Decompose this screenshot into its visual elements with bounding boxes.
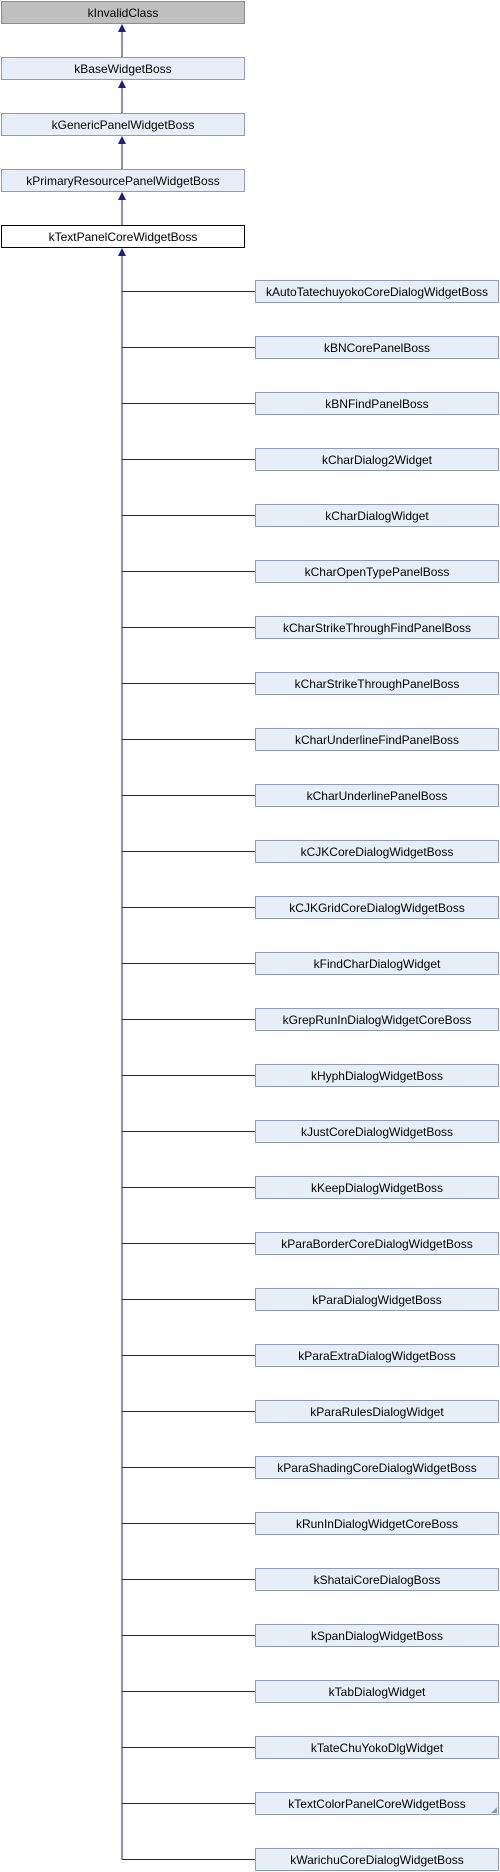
node-label: kTateChuYokoDlgWidget	[310, 1740, 444, 1755]
node-label: kHyphDialogWidgetBoss	[310, 1068, 444, 1083]
child-node[interactable]: kRunInDialogWidgetCoreBoss	[255, 1512, 499, 1535]
child-node[interactable]: kCharUnderlinePanelBoss	[255, 784, 499, 807]
child-node[interactable]: kJustCoreDialogWidgetBoss	[255, 1120, 499, 1143]
node-label: kCharOpenTypePanelBoss	[304, 564, 450, 579]
child-node[interactable]: kTateChuYokoDlgWidget	[255, 1736, 499, 1759]
child-node[interactable]: kBNCorePanelBoss	[255, 336, 499, 359]
node-label: kSpanDialogWidgetBoss	[310, 1628, 444, 1643]
folded-corner-icon	[491, 1807, 497, 1813]
child-node[interactable]: kCharDialog2Widget	[255, 448, 499, 471]
node-label: kGrepRunInDialogWidgetCoreBoss	[282, 1012, 472, 1027]
child-node[interactable]: kCharStrikeThroughPanelBoss	[255, 672, 499, 695]
child-node[interactable]: kWarichuCoreDialogWidgetBoss	[255, 1848, 499, 1871]
child-node[interactable]: kParaShadingCoreDialogWidgetBoss	[255, 1456, 499, 1479]
child-node[interactable]: kBNFindPanelBoss	[255, 392, 499, 415]
node-label: kParaBorderCoreDialogWidgetBoss	[281, 1236, 473, 1251]
node-label: kParaShadingCoreDialogWidgetBoss	[277, 1460, 477, 1475]
child-node[interactable]: kTabDialogWidget	[255, 1680, 499, 1703]
child-node[interactable]: kHyphDialogWidgetBoss	[255, 1064, 499, 1087]
node-label: kCJKGridCoreDialogWidgetBoss	[289, 900, 465, 915]
node-label: kGenericPanelWidgetBoss	[51, 117, 195, 132]
node-label: kKeepDialogWidgetBoss	[310, 1180, 444, 1195]
child-node[interactable]: kKeepDialogWidgetBoss	[255, 1176, 499, 1199]
node-label: kBaseWidgetBoss	[74, 61, 172, 76]
inheritance-arrowhead	[118, 192, 126, 200]
child-node[interactable]: kCharDialogWidget	[255, 504, 499, 527]
ancestor-node: kTextPanelCoreWidgetBoss	[1, 225, 245, 248]
node-label: kCharUnderlineFindPanelBoss	[294, 732, 460, 747]
node-label: kShataiCoreDialogBoss	[313, 1572, 441, 1587]
node-label: kBNCorePanelBoss	[323, 340, 431, 355]
inheritance-arrowhead	[118, 136, 126, 144]
child-node[interactable]: kCJKCoreDialogWidgetBoss	[255, 840, 499, 863]
ancestor-node[interactable]: kInvalidClass	[1, 1, 245, 24]
node-label: kTabDialogWidget	[328, 1684, 426, 1699]
node-label: kInvalidClass	[87, 5, 159, 20]
child-node[interactable]: kParaExtraDialogWidgetBoss	[255, 1344, 499, 1367]
node-label: kCharStrikeThroughPanelBoss	[294, 676, 460, 691]
node-label: kParaExtraDialogWidgetBoss	[298, 1348, 456, 1363]
inheritance-arrowhead	[118, 248, 126, 256]
node-label: kCharDialog2Widget	[321, 452, 433, 467]
node-label: kRunInDialogWidgetCoreBoss	[295, 1516, 459, 1531]
node-label: kAutoTatechuyokoCoreDialogWidgetBoss	[265, 284, 489, 299]
ancestor-node[interactable]: kBaseWidgetBoss	[1, 57, 245, 80]
node-label: kWarichuCoreDialogWidgetBoss	[290, 1852, 464, 1867]
child-node[interactable]: kCharOpenTypePanelBoss	[255, 560, 499, 583]
child-node[interactable]: kSpanDialogWidgetBoss	[255, 1624, 499, 1647]
child-node[interactable]: kShataiCoreDialogBoss	[255, 1568, 499, 1591]
node-label: kBNFindPanelBoss	[325, 396, 429, 411]
node-label: kTextColorPanelCoreWidgetBoss	[288, 1796, 466, 1811]
inheritance-arrowhead	[118, 24, 126, 32]
child-node[interactable]: kParaDialogWidgetBoss	[255, 1288, 499, 1311]
child-node[interactable]: kCharUnderlineFindPanelBoss	[255, 728, 499, 751]
child-node[interactable]: kGrepRunInDialogWidgetCoreBoss	[255, 1008, 499, 1031]
node-label: kParaDialogWidgetBoss	[312, 1292, 442, 1307]
node-label: kTextPanelCoreWidgetBoss	[48, 229, 198, 244]
child-node[interactable]: kCJKGridCoreDialogWidgetBoss	[255, 896, 499, 919]
node-label: kCharDialogWidget	[325, 508, 429, 523]
child-node[interactable]: kAutoTatechuyokoCoreDialogWidgetBoss	[255, 280, 499, 303]
node-label: kCJKCoreDialogWidgetBoss	[300, 844, 454, 859]
node-label: kCharStrikeThroughFindPanelBoss	[282, 620, 472, 635]
node-label: kPrimaryResourcePanelWidgetBoss	[26, 173, 220, 188]
node-label: kCharUnderlinePanelBoss	[306, 788, 448, 803]
ancestor-node[interactable]: kGenericPanelWidgetBoss	[1, 113, 245, 136]
inheritance-arrowhead	[118, 80, 126, 88]
child-node[interactable]: kParaRulesDialogWidget	[255, 1400, 499, 1423]
child-node[interactable]: kCharStrikeThroughFindPanelBoss	[255, 616, 499, 639]
child-node[interactable]: kParaBorderCoreDialogWidgetBoss	[255, 1232, 499, 1255]
child-node[interactable]: kTextColorPanelCoreWidgetBoss	[255, 1792, 499, 1815]
node-label: kJustCoreDialogWidgetBoss	[300, 1124, 454, 1139]
node-label: kParaRulesDialogWidget	[310, 1404, 444, 1419]
child-node[interactable]: kFindCharDialogWidget	[255, 952, 499, 975]
ancestor-node[interactable]: kPrimaryResourcePanelWidgetBoss	[1, 169, 245, 192]
node-label: kFindCharDialogWidget	[313, 956, 441, 971]
